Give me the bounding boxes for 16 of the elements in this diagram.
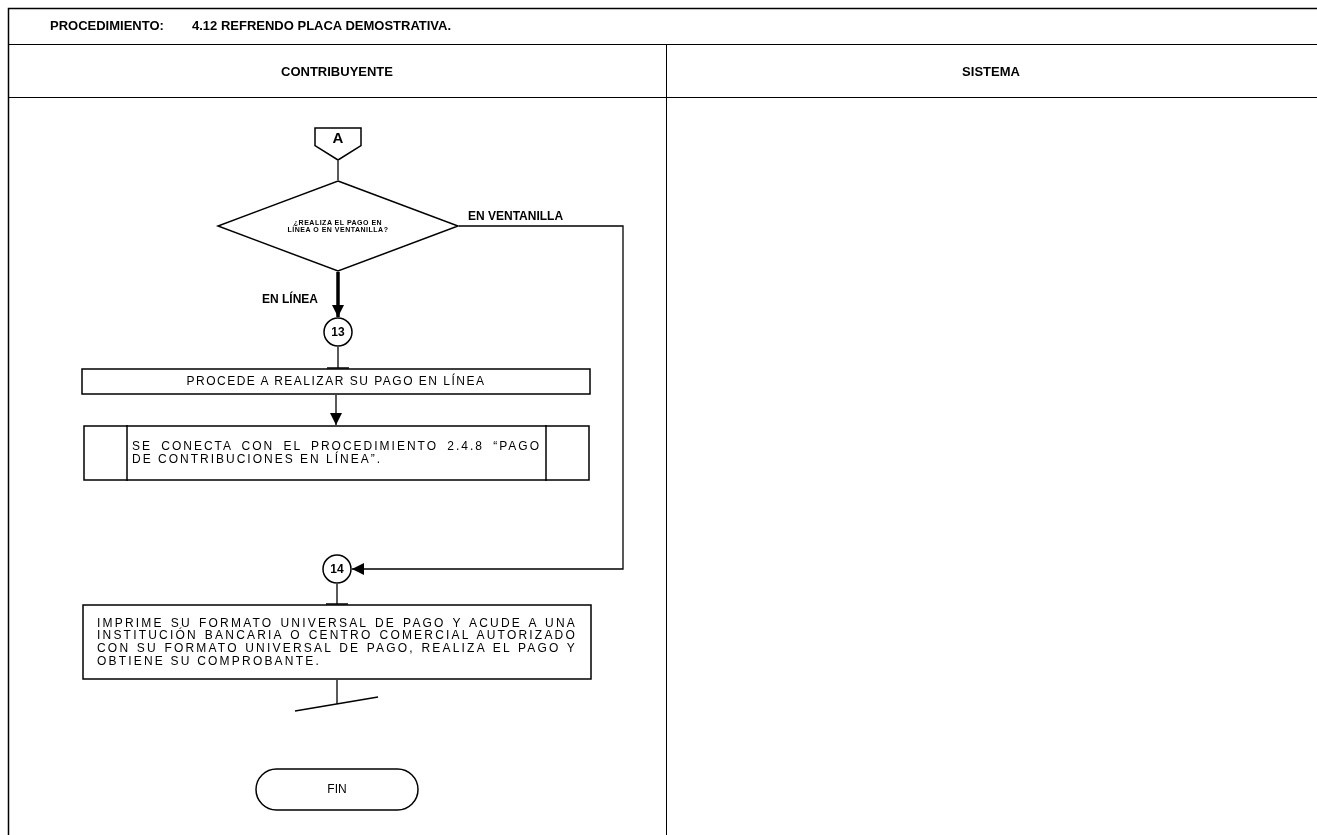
- lane-header: CONTRIBUYENTE: [281, 64, 393, 79]
- predefined-process-box: SE CONECTA CON EL PROCEDIMIENTO 2.4.8 “PAGO DE CONTRIBUCIONES EN LÍNEA”.: [83, 425, 590, 481]
- connector-circle: 13: [323, 317, 353, 347]
- terminator: FIN: [255, 768, 419, 811]
- edge-label: EN LÍNEA: [262, 292, 318, 306]
- procedure-title: 4.12 REFRENDO PLACA DEMOSTRATIVA.: [192, 18, 452, 33]
- process-box: IMPRIME SU FORMATO UNIVERSAL DE PAGO Y ACUDE A UNA INSTITUCIÓN BANCARIA O CENTRO COMERCIAL AUTORIZADO CON SU FORMATO UNIVERSAL DE PAGO, REALIZA EL PAGO Y OBTIENE SU COMPROBANTE.: [82, 604, 592, 680]
- arrow: [351, 225, 624, 575]
- off-page-connector: A: [314, 127, 362, 161]
- procedure-label: PROCEDIMIENTO:: [50, 18, 164, 33]
- edge-label: EN VENTANILLA: [468, 209, 564, 223]
- process-box: PROCEDE A REALIZAR SU PAGO EN LÍNEA: [81, 368, 591, 395]
- arrow: [330, 394, 342, 426]
- arrow: [332, 272, 344, 317]
- lane-header: SISTEMA: [962, 64, 1020, 79]
- connector-circle: 14: [322, 554, 352, 584]
